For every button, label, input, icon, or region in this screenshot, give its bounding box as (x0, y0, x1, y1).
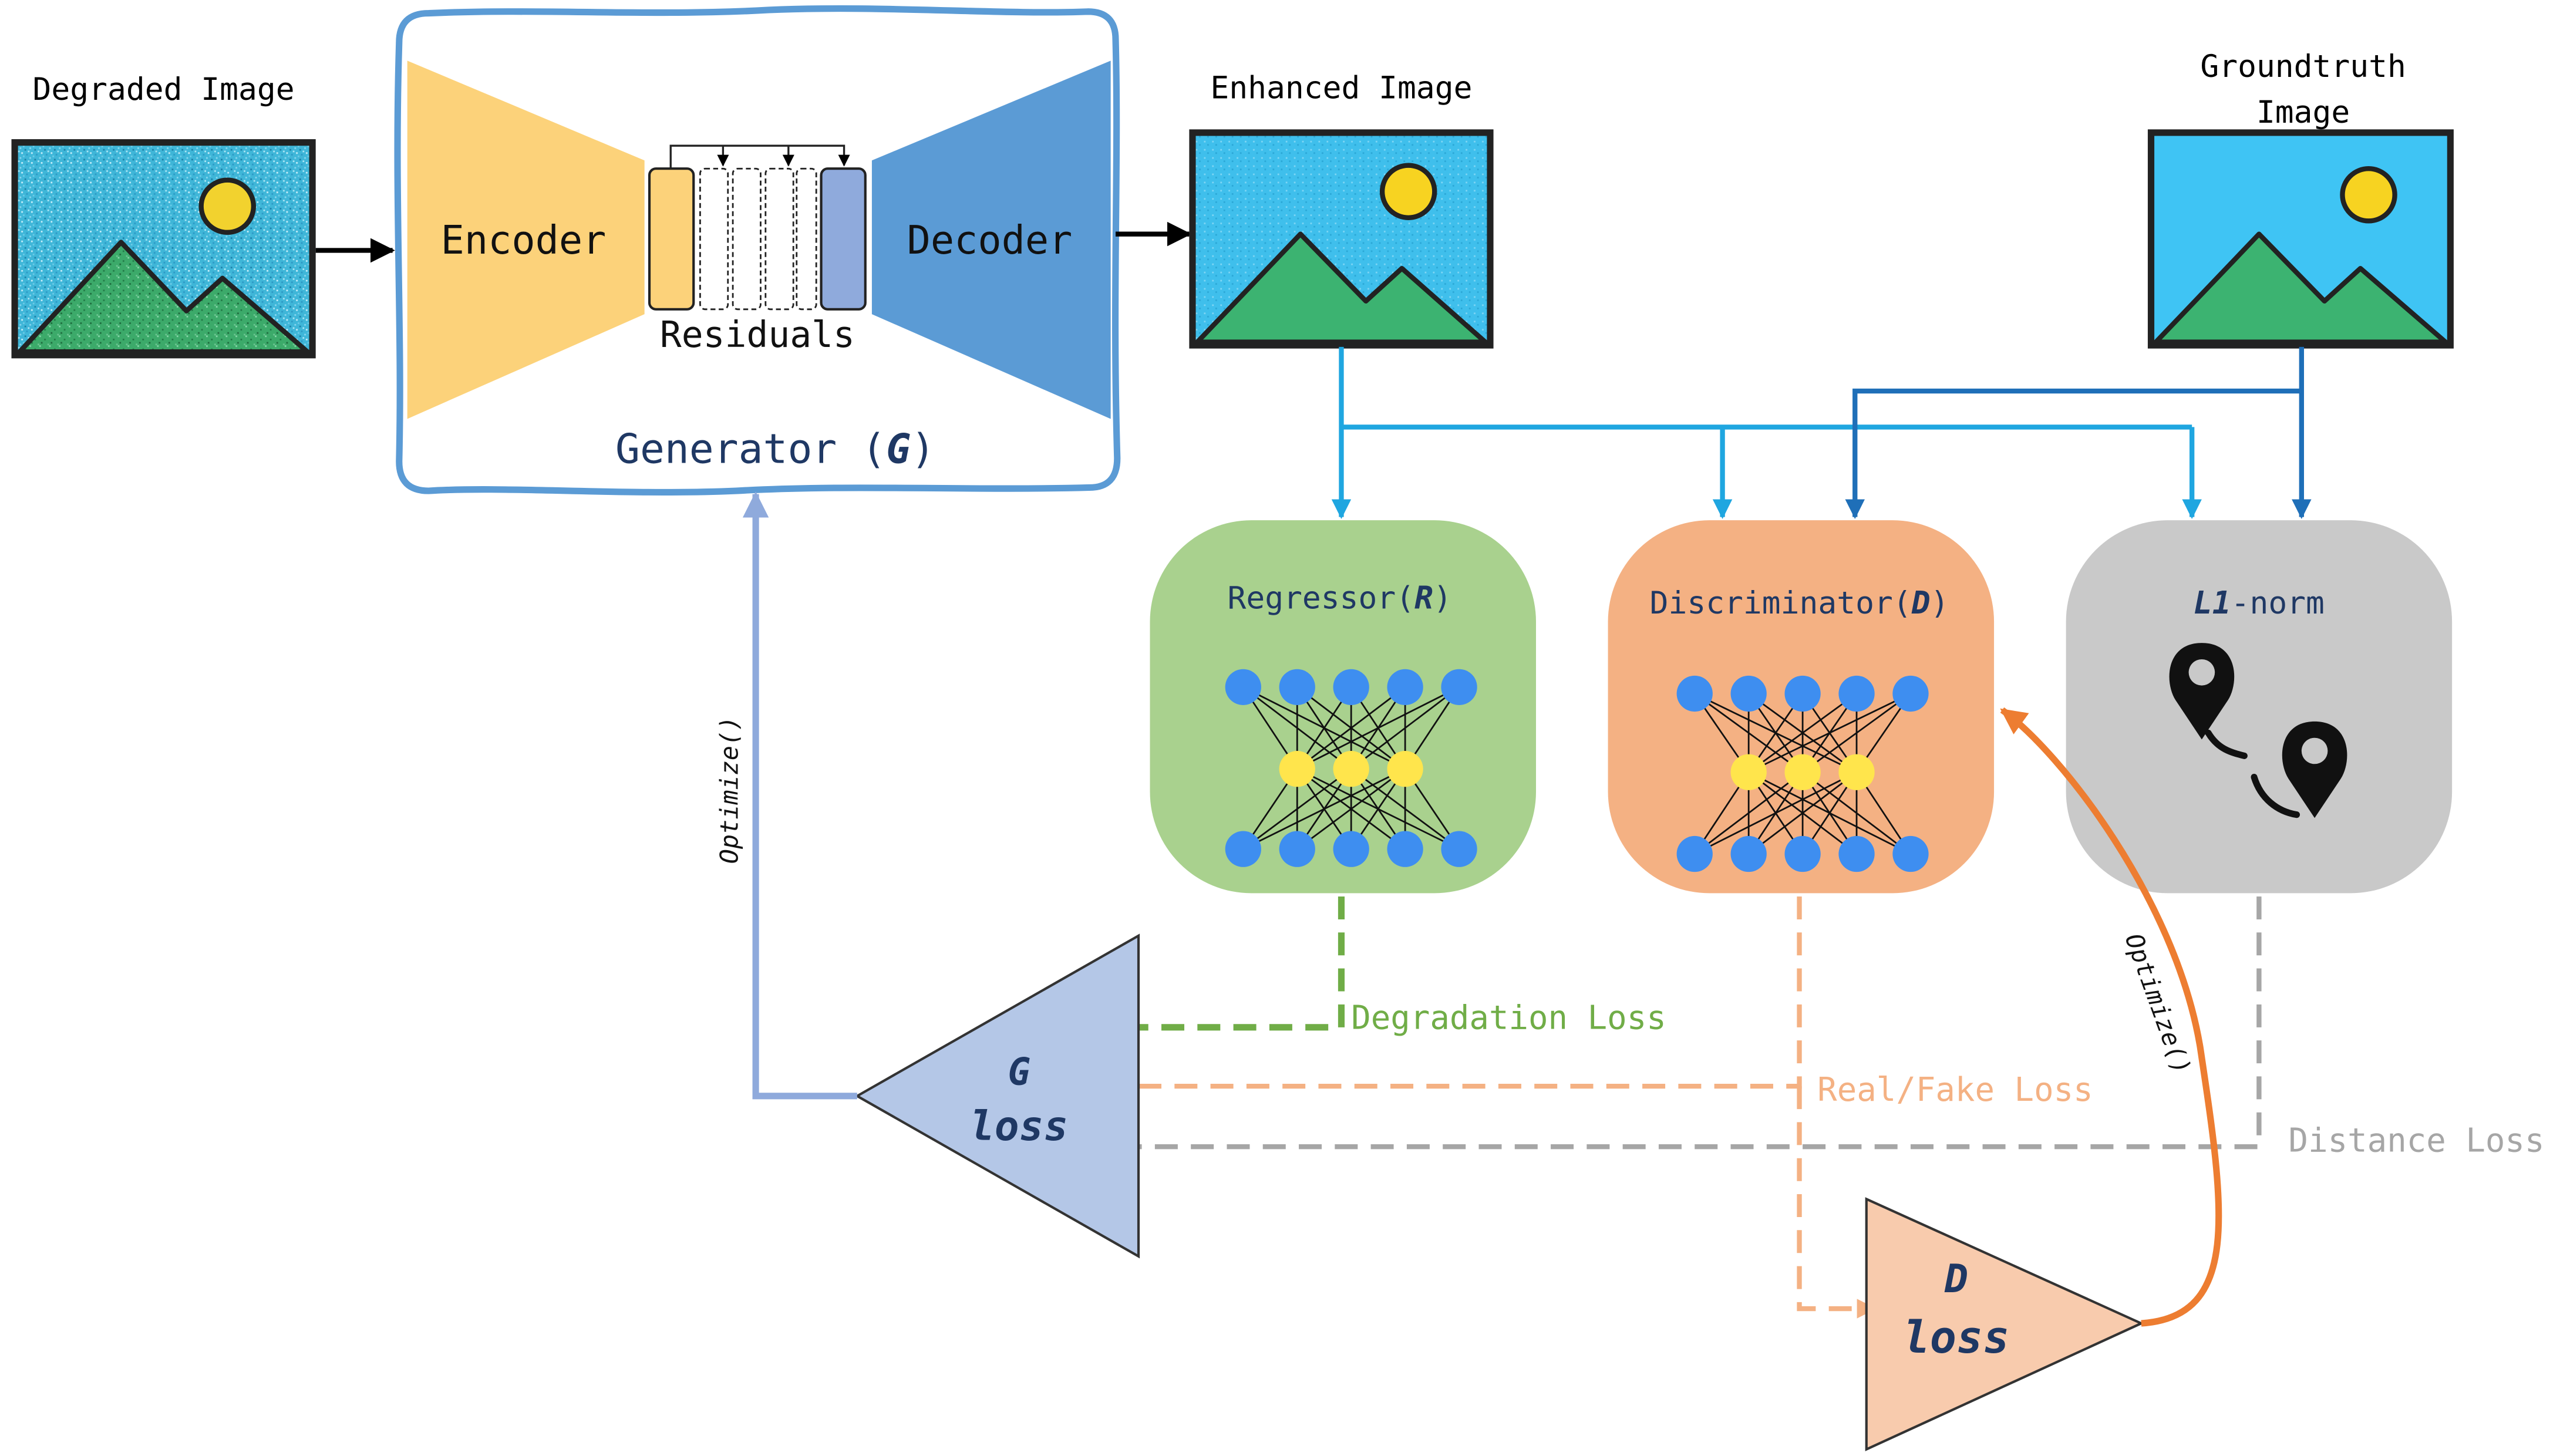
optimize-d-arrow (2000, 707, 2222, 1327)
nn-connection (1802, 693, 1911, 773)
degradation-loss-arrow (1111, 896, 1345, 1041)
regressor-label: Regressor(R) (1227, 581, 1451, 616)
nn-neuron (1730, 754, 1767, 790)
nn-connection (1296, 768, 1406, 850)
encoder-trapezoid (407, 60, 645, 419)
discriminator-block: Discriminator(D) (1608, 520, 1995, 894)
nn-connection (1748, 693, 1857, 773)
distance-loss-label: Distance Loss (2289, 1122, 2545, 1160)
nn-neuron (1838, 835, 1875, 872)
nn-neuron (1387, 751, 1423, 787)
degradation-loss-label: Degradation Loss (1351, 999, 1666, 1037)
real-fake-loss-arrow (1111, 896, 1802, 1096)
l1-norm-block: L1-norm (2066, 520, 2453, 894)
d-loss-label: loss (1903, 1312, 2009, 1363)
nn-neuron (1387, 669, 1423, 705)
d-loss-block: D loss (1865, 1197, 2144, 1451)
nn-neuron (1333, 831, 1369, 867)
nn-neuron (1676, 675, 1713, 712)
groundtruth-distribution-arrows (1845, 346, 2312, 519)
nn-connection (1748, 771, 1911, 855)
nn-neuron (1279, 751, 1315, 787)
nn-neuron (1441, 831, 1477, 867)
d-loss-symbol: D (1944, 1256, 1968, 1302)
nn-neuron (1784, 675, 1821, 712)
decoder-label: Decoder (907, 217, 1073, 263)
optimize-g-arrow (742, 491, 857, 1100)
nn-connection (1296, 686, 1406, 770)
encoder-label: Encoder (441, 217, 607, 263)
nn-neuron (1225, 669, 1261, 705)
nn-neuron (1784, 754, 1821, 790)
nn-neuron (1892, 835, 1929, 872)
groundtruth-label-line2: Image (2256, 95, 2350, 130)
d-loss-input-arrow (1797, 1086, 1877, 1319)
degraded-image-label: Degraded Image (33, 72, 295, 107)
nn-neuron (1333, 751, 1369, 787)
residual-blocks (648, 144, 867, 311)
nn-neuron (1784, 835, 1821, 872)
nn-neuron (1730, 835, 1767, 872)
neural-network-icon (1225, 669, 1477, 867)
regressor-block: Regressor(R) (1150, 520, 1536, 894)
nn-neuron (1676, 835, 1713, 872)
enhanced-image-label: Enhanced Image (1210, 70, 1472, 106)
optimize-g-label: Optimize() (715, 716, 743, 864)
nn-connection (1350, 768, 1460, 850)
decoder-trapezoid (871, 60, 1111, 419)
nn-connection (1748, 771, 1857, 855)
degraded-image-icon (11, 139, 316, 359)
nn-neuron (1441, 669, 1477, 705)
nn-neuron (1892, 675, 1929, 712)
nn-neuron (1387, 831, 1423, 867)
nn-connection (1296, 686, 1460, 770)
enhanced-distribution-arrows (1331, 346, 2202, 519)
generator-block: Encoder Decoder Residuals Generator (G) (394, 5, 1121, 496)
g-loss-symbol: G (1008, 1050, 1030, 1094)
groundtruth-image-icon (2147, 129, 2454, 349)
groundtruth-label-line1: Groundtruth (2200, 49, 2406, 85)
nn-neuron (1838, 754, 1875, 790)
neural-network-icon (1676, 675, 1929, 872)
nn-connection (1296, 768, 1460, 850)
nn-neuron (1838, 675, 1875, 712)
l1-norm-label: L1-norm (2194, 585, 2325, 621)
distance-loss-arrow (1111, 896, 2262, 1157)
enhanced-image-icon (1189, 129, 1494, 349)
nn-connection (1802, 771, 1911, 855)
nn-neuron (1279, 831, 1315, 867)
nn-neuron (1225, 831, 1261, 867)
g-loss-block: G loss (854, 933, 1140, 1259)
residuals-label: Residuals (660, 314, 855, 356)
nn-neuron (1333, 669, 1369, 705)
nn-neuron (1730, 675, 1767, 712)
nn-connection (1350, 686, 1460, 770)
real-fake-loss-label: Real/Fake Loss (1817, 1071, 2093, 1109)
g-loss-label: loss (970, 1103, 1069, 1150)
nn-connection (1748, 693, 1911, 773)
generator-label: Generator (G) (615, 426, 935, 473)
location-pin-icon (2169, 643, 2347, 818)
discriminator-label: Discriminator(D) (1650, 585, 1949, 621)
optimize-d-label: Optimize() (2120, 929, 2197, 1078)
nn-neuron (1279, 669, 1315, 705)
